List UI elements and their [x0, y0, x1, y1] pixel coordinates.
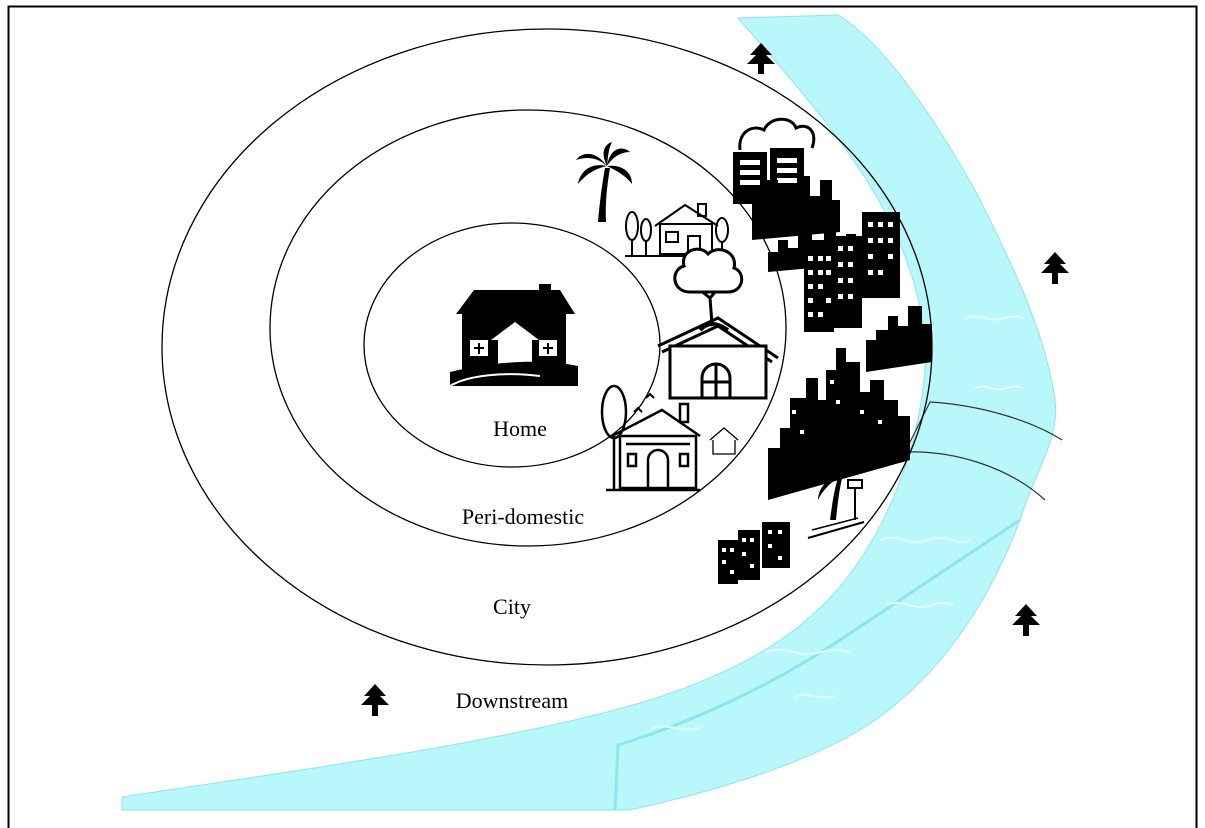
tree-icon — [747, 43, 775, 74]
palm-tree-icon — [576, 142, 632, 222]
zone-label-home: Home — [493, 416, 547, 441]
beach-icon — [807, 462, 865, 539]
zone-label-downstream: Downstream — [456, 688, 568, 713]
house-icon — [449, 284, 578, 387]
river — [121, 14, 1063, 811]
tree-icon — [1012, 604, 1040, 636]
figure-border — [7, 5, 1198, 828]
factory-icon — [733, 117, 816, 204]
cottage-icon — [625, 203, 732, 257]
city-skyline-icon — [718, 176, 932, 584]
tree-house-icon — [657, 247, 779, 400]
peri-domestic-boundary — [269, 109, 787, 547]
tree-icon — [1041, 252, 1069, 284]
zone-label-peri-domestic: Peri-domestic — [462, 504, 584, 529]
zone-label-city: City — [493, 594, 531, 619]
school-house-icon — [600, 384, 739, 492]
tree-icon — [361, 684, 389, 716]
